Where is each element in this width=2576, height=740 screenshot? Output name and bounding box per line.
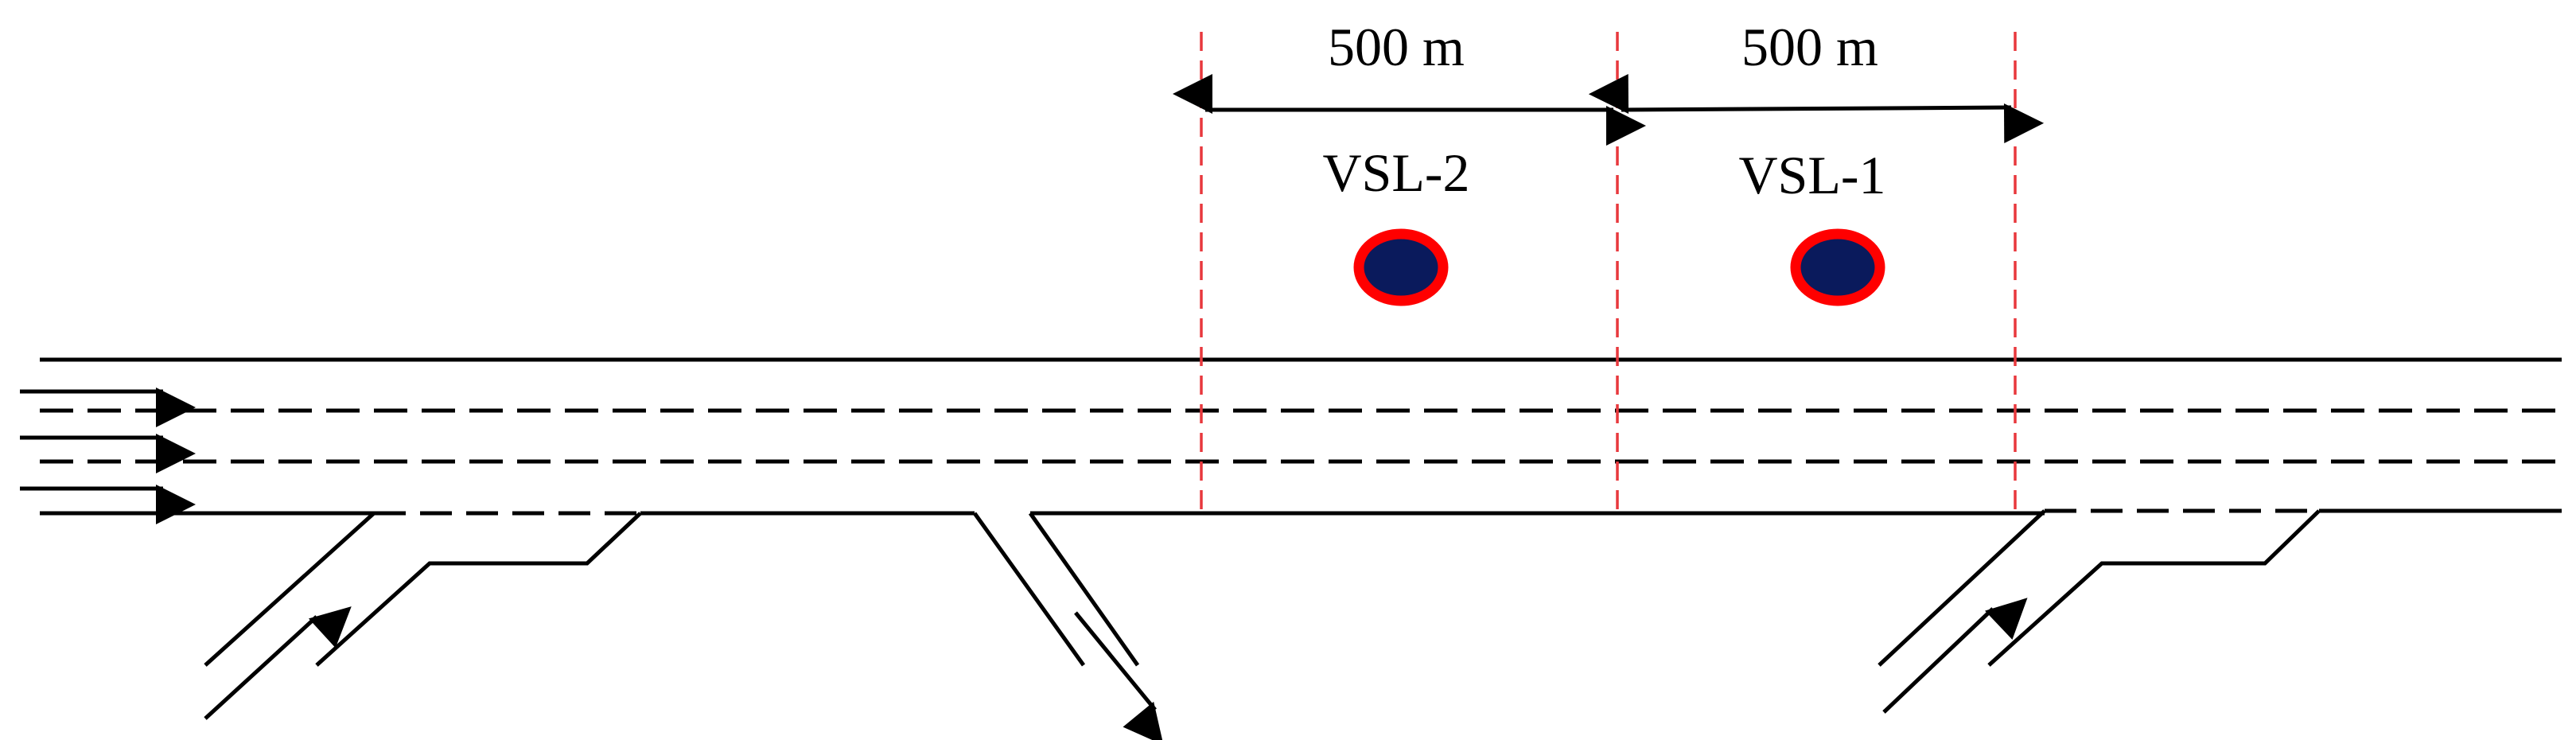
vsl-2-sign-icon [1353, 228, 1449, 306]
vsl-1-sign-icon [1790, 228, 1885, 306]
distance-label-vsl-1: 500 m [1741, 17, 1878, 77]
distance-label-vsl-2: 500 m [1328, 17, 1465, 77]
dimension-arrow-vsl-1 [1588, 73, 2045, 144]
ramp-flow-arrow [1074, 611, 1164, 740]
off-ramp [972, 512, 1164, 740]
ramp-right-edge [1028, 512, 1140, 667]
vsl-signs [1353, 228, 1885, 306]
ramp-left-edge [972, 512, 1086, 667]
ramp-inner-edge [315, 512, 642, 667]
traffic-direction-arrows [20, 388, 196, 524]
sign-label-vsl-1: VSL-1 [1738, 145, 1885, 205]
on-ramp-1 [204, 512, 642, 720]
vsl-section-boundaries [1200, 32, 2017, 517]
ramp-flow-arrow [1882, 598, 2028, 714]
on-ramp-2 [1878, 509, 2321, 714]
ramp-outer-edge [1878, 509, 2046, 667]
ramp-flow-arrow [204, 606, 352, 720]
ramp-inner-edge [1987, 509, 2321, 667]
distance-dimensions [1173, 73, 2045, 146]
ramp-outer-edge [204, 512, 376, 667]
sign-label-vsl-2: VSL-2 [1322, 142, 1469, 203]
mainline-road [40, 357, 2562, 516]
